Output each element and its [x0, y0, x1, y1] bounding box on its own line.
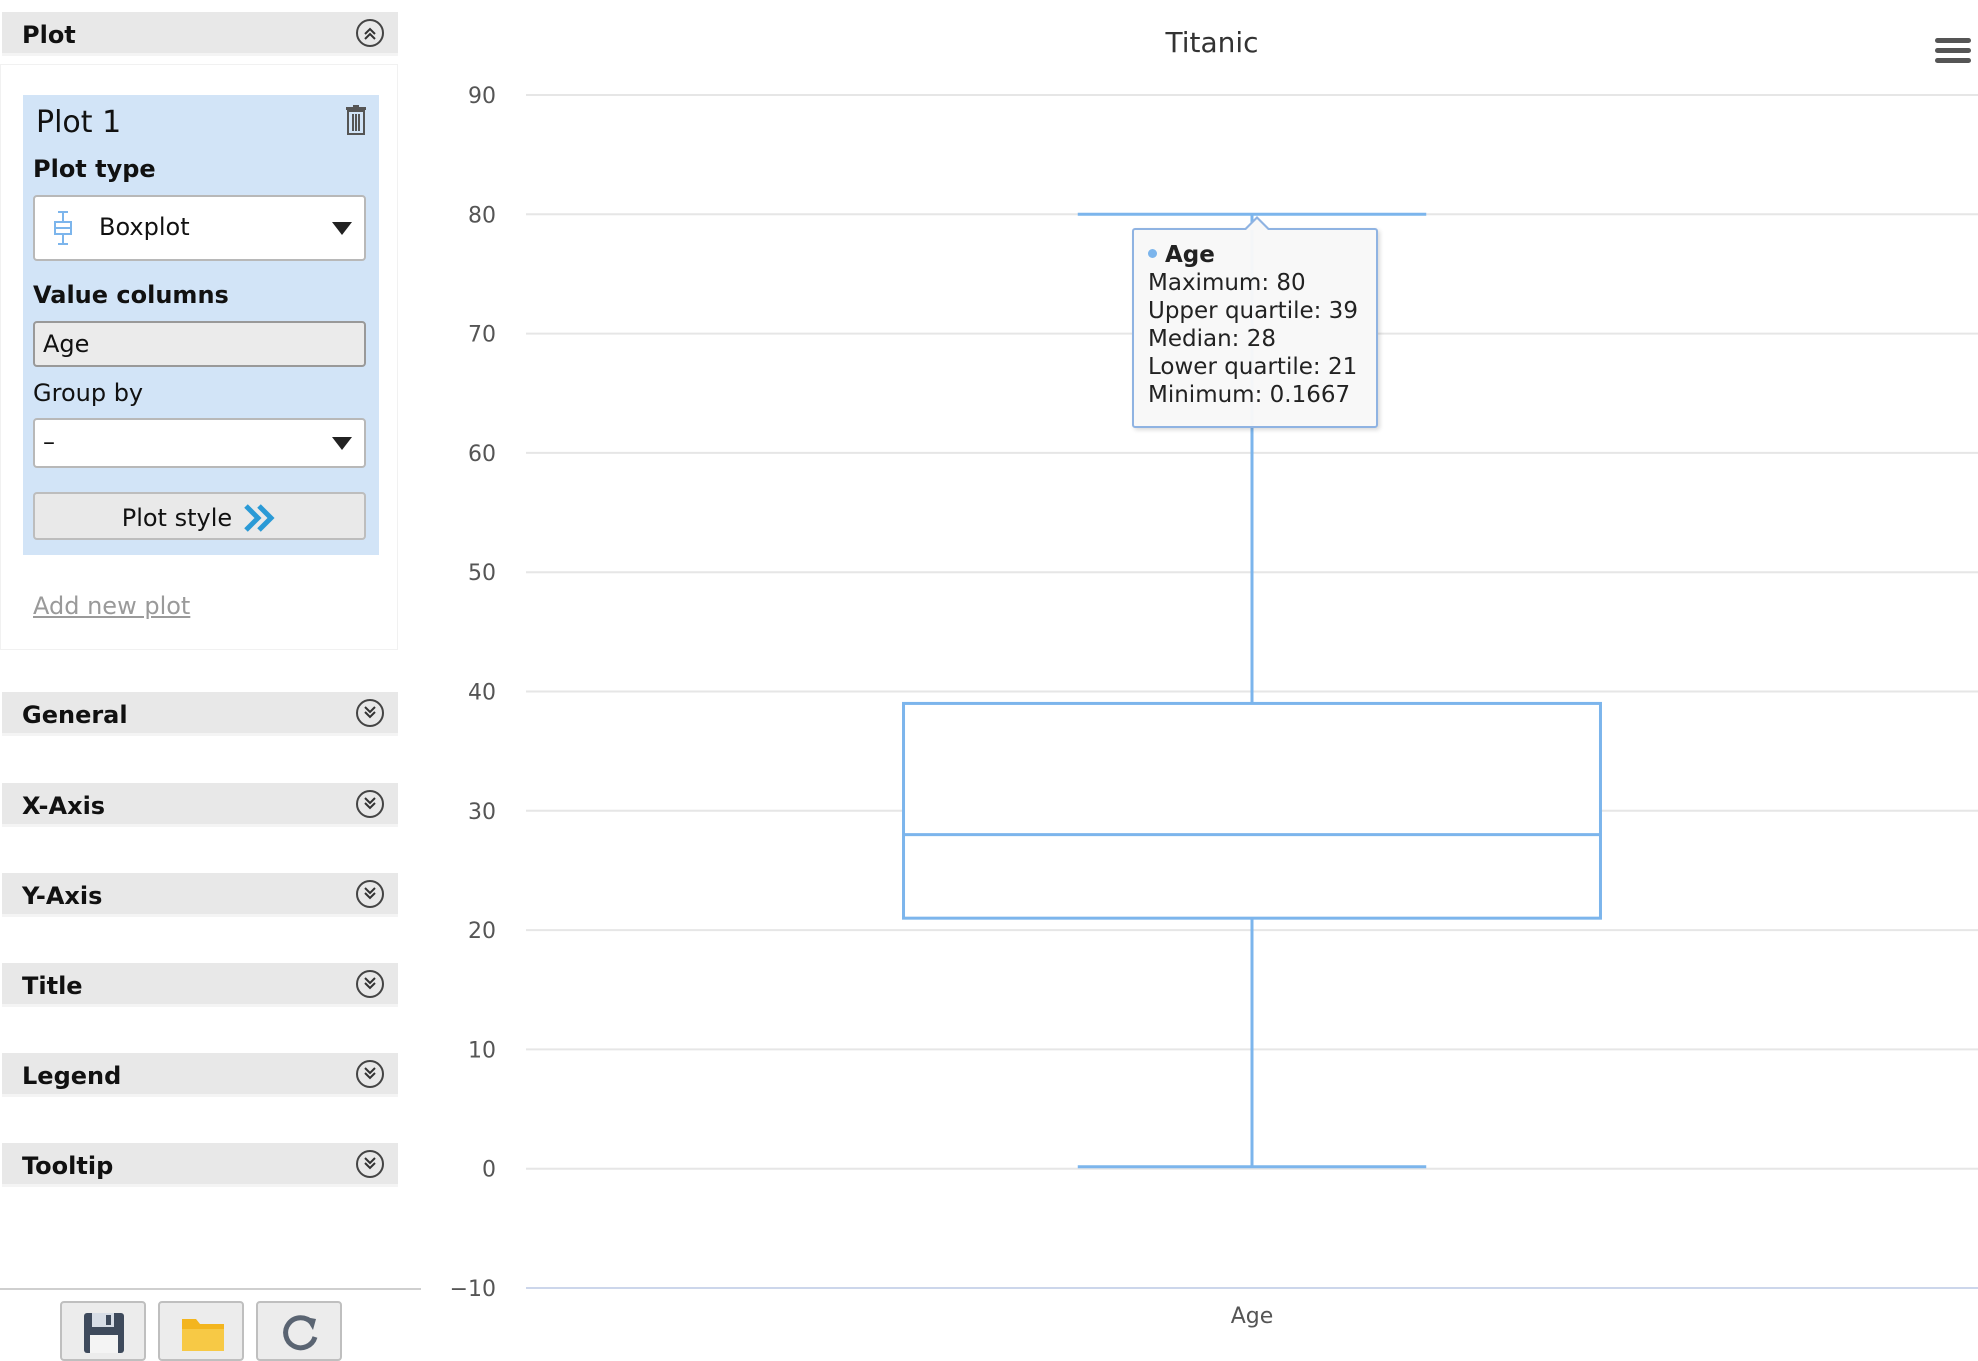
save-button[interactable] [60, 1301, 146, 1361]
group-by-value: – [43, 428, 55, 456]
open-button[interactable] [158, 1301, 244, 1361]
dropdown-arrow-icon [332, 437, 352, 450]
y-tick-label: 40 [468, 681, 496, 706]
chart-area: Titanic −10 0 10 20 30 40 50 60 70 80 90 Age [421, 0, 1978, 1346]
boxplot-icon [53, 210, 73, 250]
save-icon [84, 1313, 124, 1353]
plot-type-value: Boxplot [99, 213, 190, 241]
expand-icon[interactable] [356, 1150, 384, 1178]
y-tick-label: −10 [450, 1277, 496, 1302]
section-header-plot[interactable]: Plot [2, 12, 398, 56]
value-columns-label: Value columns [33, 281, 229, 309]
y-axis-ticks: −10 0 10 20 30 40 50 60 70 80 90 [450, 84, 496, 1302]
tooltip-maximum: Maximum: 80 [1148, 270, 1306, 296]
y-tick-label: 80 [468, 203, 496, 228]
expand-icon[interactable] [356, 699, 384, 727]
value-column-text: Age [43, 330, 90, 358]
plot-card-title: Plot 1 [36, 105, 122, 140]
group-by-label: Group by [33, 379, 144, 407]
x-axis-ticks: Age [1231, 1304, 1274, 1329]
x-tick-label: Age [1231, 1304, 1274, 1329]
tooltip-pointer-inner [1246, 219, 1268, 230]
tooltip-lower-quartile: Lower quartile: 21 [1148, 354, 1358, 380]
series-dot-icon [1148, 249, 1157, 258]
expand-icon[interactable] [356, 970, 384, 998]
box-iqr [902, 701, 1602, 920]
tooltip-series: Age [1165, 242, 1215, 268]
expand-icon[interactable] [356, 1060, 384, 1088]
chart-tooltip: Age Maximum: 80 Upper quartile: 39 Media… [1132, 216, 1378, 428]
trash-icon[interactable] [345, 105, 367, 139]
tooltip-upper-quartile: Upper quartile: 39 [1148, 298, 1358, 324]
plot-card: Plot 1 Plot type [23, 95, 379, 555]
y-tick-label: 50 [468, 561, 496, 586]
box-series[interactable] [902, 212, 1602, 1169]
chart-title: Titanic [1164, 26, 1258, 59]
section-label-legend: Legend [22, 1062, 122, 1090]
dropdown-arrow-icon [332, 222, 352, 235]
group-by-select[interactable]: – [33, 418, 366, 468]
section-label-tooltip: Tooltip [22, 1152, 114, 1180]
collapse-icon[interactable] [356, 19, 384, 47]
toolbar-divider [0, 1288, 421, 1290]
section-label-x-axis: X-Axis [22, 792, 106, 820]
y-tick-label: 60 [468, 442, 496, 467]
plot-style-label: Plot style [121, 504, 233, 532]
y-tick-label: 90 [468, 84, 496, 109]
section-header-general[interactable]: General [2, 692, 398, 736]
add-new-plot-link[interactable]: Add new plot [33, 592, 191, 620]
y-tick-label: 20 [468, 919, 496, 944]
settings-sidebar: Plot Plot 1 Plot type [0, 0, 421, 1361]
chart-menu-icon[interactable] [1935, 38, 1971, 68]
plot-style-button[interactable]: Plot style [33, 492, 366, 540]
tooltip-series-row: Age [1148, 242, 1215, 268]
plot-section-body: Plot 1 Plot type [0, 64, 398, 650]
section-label-y-axis: Y-Axis [22, 882, 103, 910]
plot-type-select[interactable]: Boxplot [33, 195, 366, 261]
section-header-tooltip[interactable]: Tooltip [2, 1143, 398, 1187]
expand-icon[interactable] [356, 880, 384, 908]
y-tick-label: 70 [468, 323, 496, 348]
plot-type-label: Plot type [33, 155, 156, 183]
y-tick-label: 10 [468, 1038, 496, 1063]
section-label-title: Title [22, 972, 83, 1000]
value-column-item[interactable]: Age [33, 321, 366, 367]
double-chevron-right-icon [244, 504, 275, 532]
y-tick-label: 30 [468, 800, 496, 825]
section-header-title[interactable]: Title [2, 963, 398, 1007]
tooltip-minimum: Minimum: 0.1667 [1148, 382, 1351, 408]
refresh-icon [283, 1315, 318, 1351]
tooltip-median: Median: 28 [1148, 326, 1276, 352]
folder-icon [182, 1319, 224, 1351]
section-label-general: General [22, 701, 128, 729]
refresh-button[interactable] [256, 1301, 342, 1361]
y-tick-label: 0 [482, 1158, 496, 1183]
boxplot-chart: Titanic −10 0 10 20 30 40 50 60 70 80 90 Age [450, 26, 1978, 1329]
section-label-plot: Plot [22, 21, 76, 49]
section-header-y-axis[interactable]: Y-Axis [2, 873, 398, 917]
expand-icon[interactable] [356, 790, 384, 818]
section-header-legend[interactable]: Legend [2, 1053, 398, 1097]
section-header-x-axis[interactable]: X-Axis [2, 783, 398, 827]
